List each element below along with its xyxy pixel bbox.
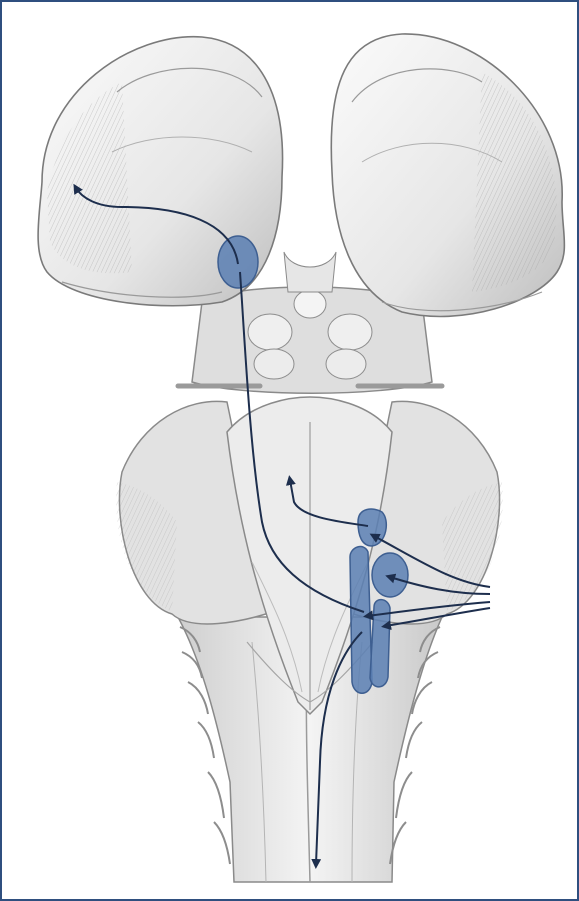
vestibular-nucleus-medial bbox=[350, 547, 372, 694]
vestibular-nucleus-lateral bbox=[372, 553, 408, 597]
right-hemisphere bbox=[331, 34, 564, 317]
